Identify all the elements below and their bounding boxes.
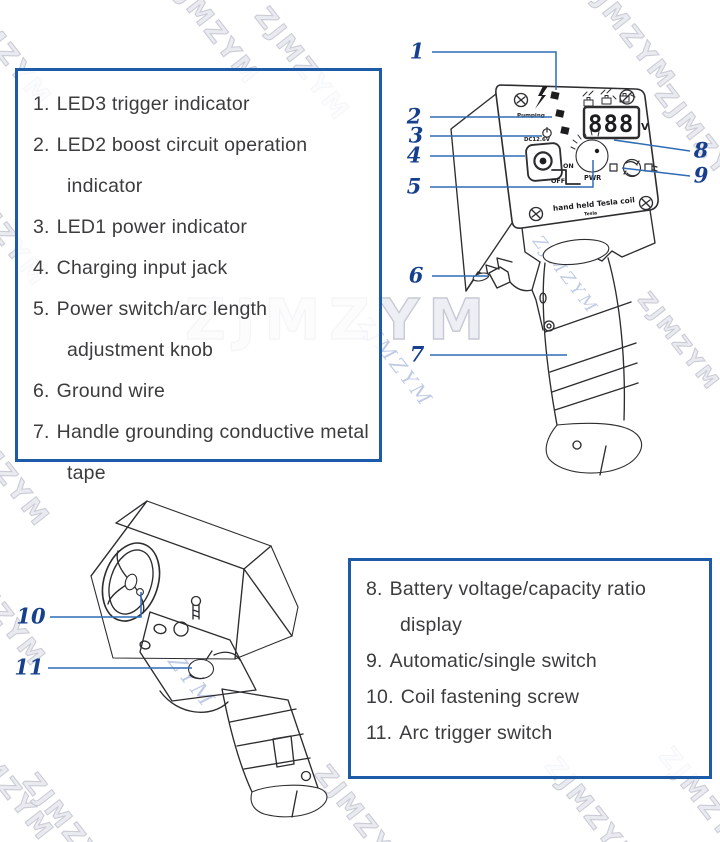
legend-item-6: 6.Ground wire (33, 380, 166, 402)
legend-item-11: 11.Arc trigger switch (366, 722, 553, 744)
legend-item-10: 10.Coil fastening screw (366, 686, 580, 708)
legend-item-4: 4.Charging input jack (33, 257, 228, 279)
callout-leader-lines (48, 51, 691, 669)
knob-on-label: ON (563, 162, 574, 170)
legend-item-3: 3.LED1 power indicator (33, 216, 248, 238)
legend-item-9: 9.Automatic/single switch (366, 650, 597, 672)
display-unit-label: V (641, 122, 649, 133)
knob-off-label: OFF (551, 177, 565, 185)
device-top-illustration: Pumping 888 V DC12.6V (450, 84, 659, 476)
panel-subtitle: Tesla (584, 210, 598, 217)
legend-box-parts-8-11: 8.Battery voltage/capacity ratio display… (348, 558, 712, 779)
legend-item-5: 5.Power switch/arc length adjustment kno… (33, 298, 268, 361)
seven-segment-display: 888 (588, 110, 634, 138)
legend-box-parts-1-7: 1.LED3 trigger indicator 2.LED2 boost ci… (15, 68, 382, 484)
legend-item-7: 7.Handle grounding conductive metal tape (33, 421, 369, 484)
device-bottom-illustration (90, 500, 328, 818)
boost-led-label: Pumping (517, 113, 545, 119)
jack-voltage-label: DC12.6V (524, 137, 551, 143)
legend-item-8: 8.Battery voltage/capacity ratio display (366, 578, 647, 636)
legend-item-1: 1.LED3 trigger indicator (33, 93, 250, 115)
legend-item-2: 2.LED2 boost circuit operation indicator (33, 134, 308, 197)
